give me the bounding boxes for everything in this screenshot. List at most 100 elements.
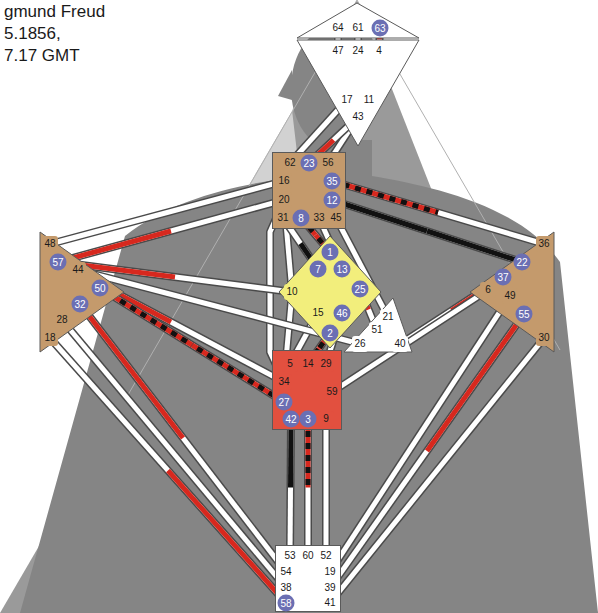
gate-number: 9 [318,411,334,427]
gate-number: 49 [502,288,518,304]
center-shape [344,298,412,352]
personality-activation [427,231,522,262]
channel-fill [100,288,284,402]
gate-number: 39 [322,580,338,596]
channel-line [330,296,510,572]
design-activation [168,471,286,604]
active-gate-number: 22 [514,254,531,271]
active-gate-number: 3 [300,411,317,428]
gate-number: 59 [324,384,340,400]
center-shape [276,546,341,612]
active-gate-number: 23 [301,155,318,172]
active-gate-number: 50 [92,280,109,297]
channel-fill [290,419,291,556]
gate-number: 29 [318,356,334,372]
active-gate-number: 8 [293,210,310,227]
gate-number: 10 [284,284,300,300]
root-center: 536052541938395841 [275,545,341,612]
gate-number: 61 [350,20,366,36]
gate-number: 18 [42,330,58,346]
center-shape [470,232,554,352]
channel-line [58,200,284,262]
gate-number: 34 [276,374,292,390]
channel-line [80,304,286,572]
design-activation [80,304,183,438]
spleen-center: 48574450322818 [38,230,126,354]
gate-number: 5 [282,356,298,372]
ajna-center: 47244171143 [296,39,420,147]
gate-number: 4 [371,43,387,59]
channel-fill [324,419,329,556]
active-gate-number: 37 [495,269,512,286]
active-gate-number: 1 [322,244,339,261]
gate-number: 11 [361,92,377,108]
gate-number: 33 [311,210,327,226]
gate-number: 56 [320,155,336,171]
channel-fill [58,200,284,262]
gate-number: 44 [70,262,86,278]
gate-number: 48 [42,236,58,252]
active-gate-number: 27 [276,394,293,411]
throat-center: 622356163520123183345 [272,152,346,229]
channel-fill [332,200,522,262]
gate-number: 41 [322,595,338,611]
heart-center: 21512640 [342,296,414,354]
channel-fill [62,320,286,588]
head-center: 646163 [296,2,420,40]
channel-fill [50,338,286,603]
active-gate-number: 7 [310,261,327,278]
gate-number: 43 [350,109,366,125]
gate-number: 51 [369,322,385,338]
active-gate-number: 42 [283,411,300,428]
channel-line [330,314,524,588]
gate-number: 16 [276,173,292,189]
solar-plexus-center: 3622376495530 [468,230,556,354]
gate-number: 6 [480,282,496,298]
gate-number: 40 [392,336,408,352]
center-shape [297,3,419,38]
shoulder-silhouette [20,140,598,613]
channel-line [330,338,544,603]
gate-number: 15 [310,305,326,321]
channel-outline [330,314,524,588]
gate-number: 53 [282,548,298,564]
channel-outline [80,304,286,572]
personality-activation [332,200,427,231]
channel-fill [330,338,544,603]
center-shape [273,351,342,430]
active-gate-number: 32 [72,296,89,313]
gate-number: 45 [328,210,344,226]
channel-line [308,419,309,556]
channel-outline [290,419,291,556]
gate-number: 54 [278,564,294,580]
channel-fill [330,314,524,588]
channel-outline [330,338,544,603]
gate-number: 47 [330,43,346,59]
channel-outline [322,419,330,556]
channel-outline [50,338,286,603]
center-shape [40,232,124,352]
gate-number: 26 [352,336,368,352]
gate-number: 36 [536,236,552,252]
channel-outline [62,320,286,588]
gate-number: 52 [318,548,334,564]
gate-number: 20 [276,192,292,208]
active-gate-number: 46 [334,305,351,322]
design-activation [58,262,175,277]
center-shape [297,40,419,146]
gate-number: 24 [350,43,366,59]
gate-number: 64 [330,20,346,36]
personality-activation [192,345,284,402]
gate-number: 19 [322,564,338,580]
chart-caption: 5.1856, [4,24,61,44]
center-shape [273,153,346,229]
gate-number: 14 [300,356,316,372]
active-gate-number: 12 [324,192,341,209]
channel-line [326,419,327,556]
channel-line [62,320,286,588]
active-gate-number: 35 [324,173,341,190]
channel-line [50,338,286,603]
active-gate-number: 55 [516,306,533,323]
active-gate-number: 13 [334,261,351,278]
